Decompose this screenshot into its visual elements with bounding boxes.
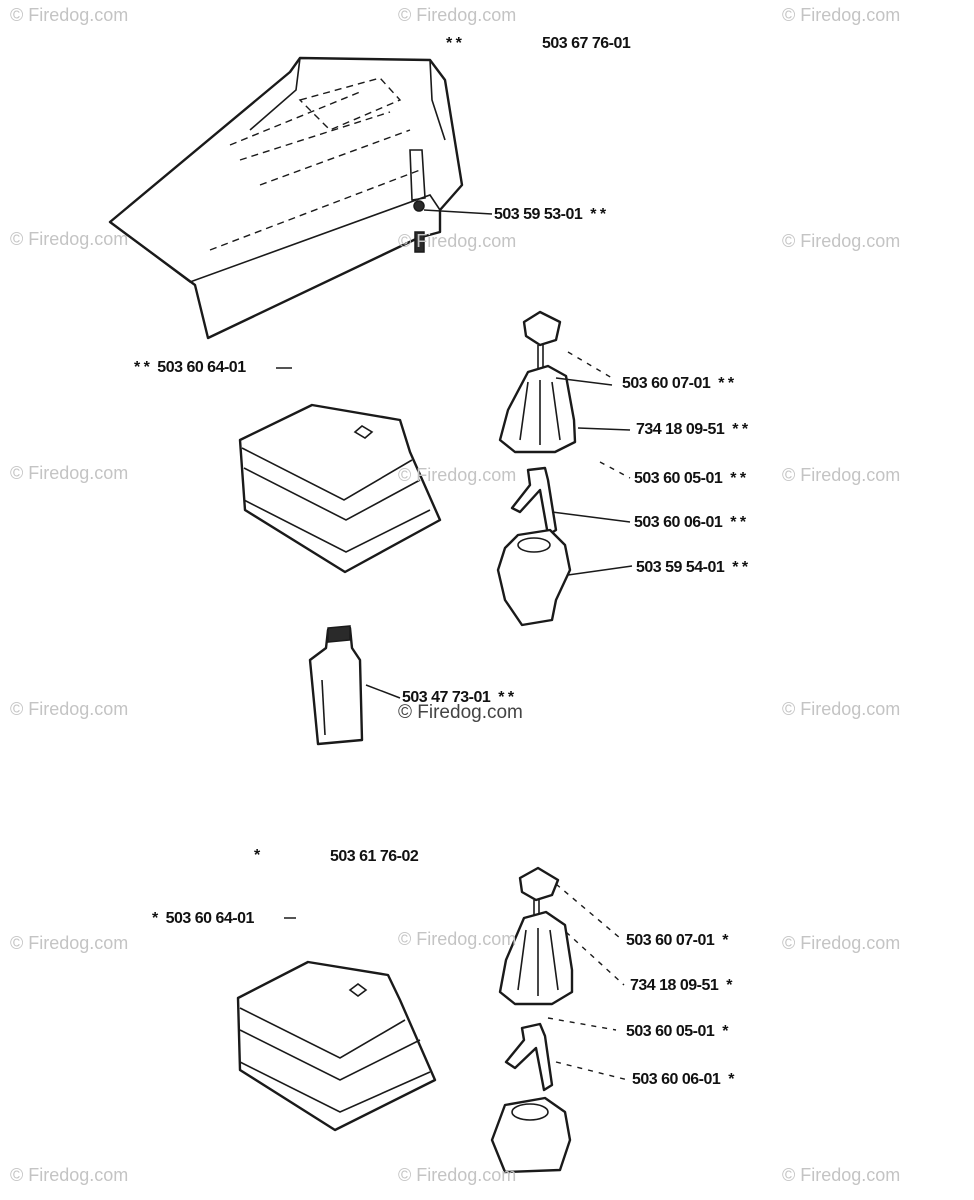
watermark: © Firedog.com bbox=[398, 5, 517, 25]
leader-lines-top bbox=[276, 209, 633, 699]
watermark: © Firedog.com bbox=[398, 929, 517, 949]
part-label: 503 60 05-01 * * bbox=[634, 471, 746, 487]
part-stars: * * bbox=[732, 421, 748, 438]
part-stars: * * bbox=[718, 375, 734, 392]
watermark: © Firedog.com bbox=[398, 702, 523, 723]
part-number: 503 60 06-01 bbox=[634, 514, 723, 531]
air-filter-drawing-bottom bbox=[236, 960, 437, 1132]
part-number: 503 60 64-01 bbox=[157, 359, 246, 376]
part-stars: * bbox=[722, 1023, 728, 1040]
part-label: 503 59 53-01 * * bbox=[494, 207, 606, 223]
watermark: © Firedog.com bbox=[782, 699, 901, 719]
part-number: 503 60 07-01 bbox=[622, 375, 711, 392]
part-stars: * bbox=[726, 977, 732, 994]
watermark: © Firedog.com bbox=[10, 5, 129, 25]
part-stars: * bbox=[152, 910, 158, 927]
part-stars: * * bbox=[134, 359, 150, 376]
part-number: 734 18 09-51 bbox=[636, 421, 725, 438]
part-number: 503 59 53-01 bbox=[494, 206, 583, 223]
watermark: © Firedog.com bbox=[10, 229, 129, 249]
watermark: © Firedog.com bbox=[398, 1165, 517, 1185]
part-number: 503 59 54-01 bbox=[636, 559, 725, 576]
watermark: © Firedog.com bbox=[10, 463, 129, 483]
oil-bottle-drawing bbox=[308, 625, 364, 746]
watermark: © Firedog.com bbox=[10, 1165, 129, 1185]
part-stars: * bbox=[728, 1071, 734, 1088]
part-label: 503 47 73-01 * * bbox=[402, 690, 514, 706]
watermark: © Firedog.com bbox=[398, 465, 517, 485]
kit-stars-bottom: * bbox=[254, 847, 260, 864]
kit-number-bottom: 503 61 76-02 bbox=[330, 848, 419, 865]
part-label: * * 503 60 64-01 bbox=[134, 360, 246, 376]
part-label: * 503 60 64-01 bbox=[152, 911, 254, 927]
part-stars: * bbox=[722, 932, 728, 949]
part-number: 503 60 05-01 bbox=[634, 470, 723, 487]
part-label: 503 60 05-01 * bbox=[626, 1024, 728, 1040]
part-stars: * * bbox=[730, 470, 746, 487]
part-number: 503 60 07-01 bbox=[626, 932, 715, 949]
fuel-cap-assembly-drawing-bottom bbox=[490, 866, 574, 1174]
part-stars: * * bbox=[498, 689, 514, 706]
watermark: © Firedog.com bbox=[782, 933, 901, 953]
fuel-cap-assembly-drawing-top bbox=[496, 310, 577, 627]
part-number: 503 60 64-01 bbox=[165, 910, 255, 927]
carrying-case-drawing bbox=[108, 56, 464, 340]
watermark: © Firedog.com bbox=[782, 465, 901, 485]
kit-stars-top: * * bbox=[446, 35, 462, 52]
leader-lines-bottom bbox=[284, 883, 629, 1081]
watermark: © Firedog.com bbox=[782, 231, 901, 251]
part-label: 503 60 06-01 * * bbox=[634, 515, 746, 531]
part-label: 503 59 54-01 * * bbox=[636, 560, 748, 576]
watermark: © Firedog.com bbox=[398, 231, 517, 251]
part-stars: * * bbox=[590, 206, 606, 223]
part-stars: * * bbox=[732, 559, 748, 576]
watermark: © Firedog.com bbox=[10, 699, 129, 719]
watermark: © Firedog.com bbox=[10, 933, 129, 953]
kit-number-top: 503 67 76-01 bbox=[542, 35, 631, 52]
part-label: 503 60 07-01 * bbox=[626, 933, 728, 949]
part-number: 503 60 05-01 bbox=[626, 1023, 715, 1040]
part-label: 734 18 09-51 * * bbox=[636, 422, 748, 438]
part-number: 503 47 73-01 bbox=[402, 689, 491, 706]
part-label: 734 18 09-51 * bbox=[630, 978, 732, 994]
part-number: 734 18 09-51 bbox=[630, 977, 719, 994]
part-label: 503 60 07-01 * * bbox=[622, 376, 734, 392]
watermark: © Firedog.com bbox=[782, 1165, 901, 1185]
air-filter-drawing-top bbox=[238, 403, 442, 574]
part-stars: * * bbox=[730, 514, 746, 531]
part-label: 503 60 06-01 * bbox=[632, 1072, 734, 1088]
watermark: © Firedog.com bbox=[782, 5, 901, 25]
part-number: 503 60 06-01 bbox=[632, 1071, 721, 1088]
